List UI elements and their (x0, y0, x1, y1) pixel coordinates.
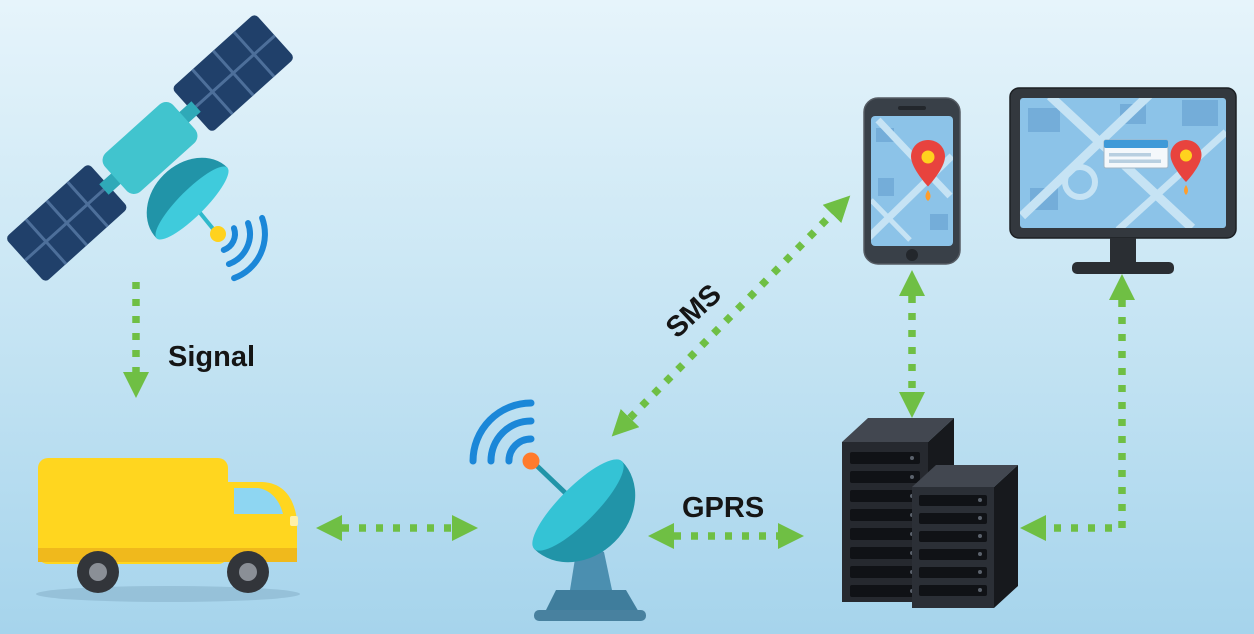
arrow-monitor-servers (1020, 274, 1135, 541)
satellite-body (102, 102, 198, 194)
phone-speaker (898, 106, 926, 110)
antenna-dish-icon (469, 399, 646, 621)
satellite-signal-waves-icon (220, 214, 268, 282)
satellite-feed-dot (210, 226, 226, 242)
antenna-signal-waves-icon (469, 399, 535, 465)
antenna-feed-dot (522, 452, 540, 470)
antenna-dish (532, 459, 636, 563)
server-tower-right (912, 465, 1018, 608)
server-rack-icon (842, 418, 1018, 608)
van-window (234, 488, 283, 514)
van-headlight (290, 516, 298, 526)
phone-home-button (906, 249, 918, 261)
monitor-map-icon (1009, 87, 1237, 274)
monitor-stand-neck (1110, 238, 1136, 264)
arrow-antenna-phone (611, 195, 851, 437)
monitor-stand-base (1072, 262, 1174, 274)
satellite-icon (7, 15, 293, 282)
satellite-dish (146, 157, 229, 240)
phone-map-screen (871, 116, 953, 246)
delivery-van-icon (36, 458, 300, 602)
smartphone-map-icon (863, 97, 961, 265)
signal-label: Signal (168, 341, 255, 373)
antenna-stand-base (534, 610, 646, 621)
gprs-label: GPRS (682, 492, 764, 524)
van-cargo-box (38, 458, 228, 564)
